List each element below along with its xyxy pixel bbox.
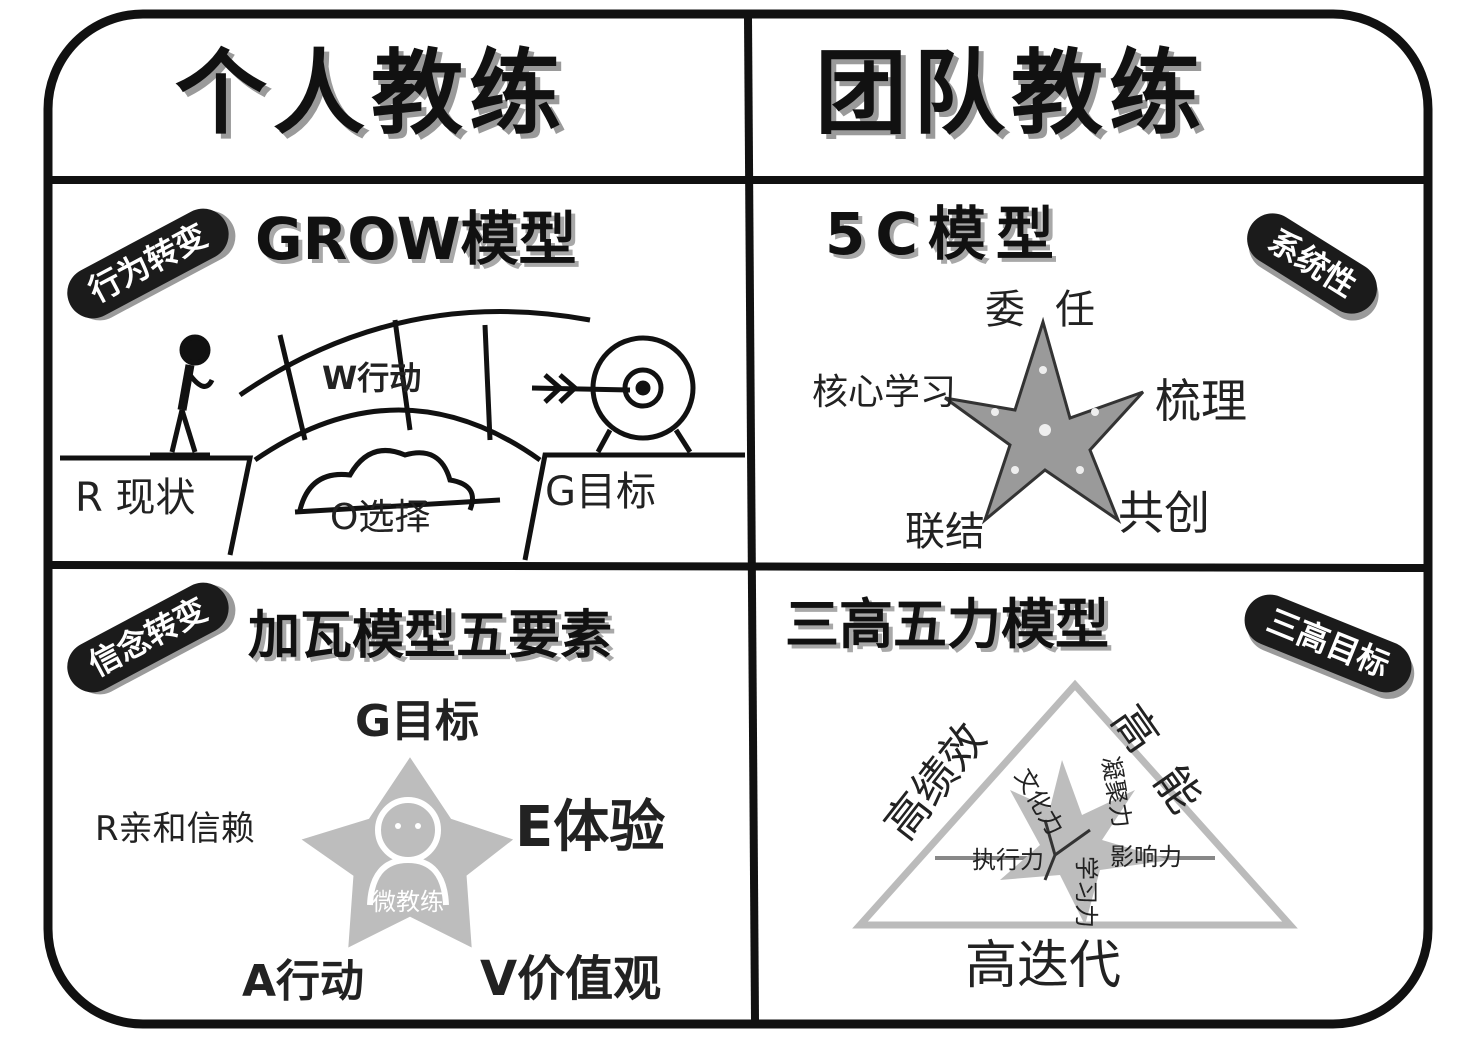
star-influence-label: 影响力 [1110,843,1182,871]
5c-co-create-label: 共创 [1118,486,1210,540]
grow-w-label: W行动 [322,359,422,397]
three-high-five-force-title: 三高五力模型 [785,593,1109,656]
java-v-label: V价值观 [480,951,662,1007]
star-execution-label: 执行力 [972,846,1044,874]
grow-g-label: G目标 [545,469,656,515]
tri-bottom-label: 高迭代 [965,936,1122,996]
header-team-coaching: 团队教练 [815,40,1208,147]
java-r-label: R亲和信赖 [95,809,255,849]
star-figure-icon [301,757,514,948]
grow-o-label: O选择 [330,497,431,538]
header-individual-coaching: 个人教练 [175,40,568,147]
java-center-label: 微教练 [372,888,444,916]
5c-sort-label: 梳理 [1155,374,1247,428]
star-learning-label: 学习力 [1072,856,1100,928]
grow-model-title: GROW模型 [255,205,577,273]
triangle-diagram [852,679,1298,929]
starfish-icon [944,316,1145,525]
java-a-label: A行动 [242,956,365,1007]
grow-illustration [60,309,745,561]
5c-delegate-label: 委任 [985,287,1125,333]
java-g-label: G目标 [355,696,480,747]
grow-r-label: R 现状 [75,475,196,521]
5c-connect-label: 联结 [905,509,985,555]
5c-model-title: 5C模型 [825,200,1064,268]
5c-core-learning-label: 核心学习 [812,372,957,413]
java-e-label: E体验 [515,795,666,860]
java-model-title: 加瓦模型五要素 [248,606,613,666]
